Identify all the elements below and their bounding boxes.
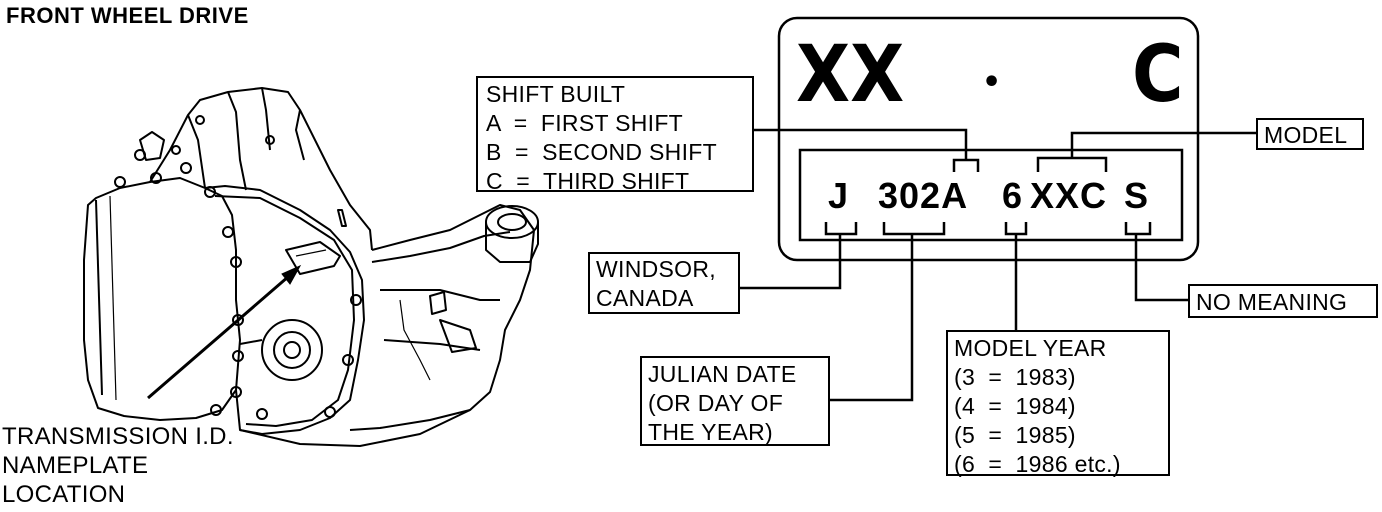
location-label-line: TRANSMISSION I.D. [2, 423, 234, 450]
nameplate-dot: • [982, 65, 1002, 100]
nameplate-prefix: XX [796, 30, 905, 120]
nameplate-suffix: C [1132, 30, 1184, 120]
code-meaning: S [1124, 175, 1150, 216]
callout-line: CANADA [596, 285, 694, 311]
nameplate-code-box [798, 148, 1184, 242]
callout-line: NO MEANING [1196, 289, 1348, 315]
callout-line: SHIFT BUILT [486, 81, 626, 107]
leader-lines [738, 128, 1256, 402]
callout-line: THE YEAR) [648, 419, 773, 445]
code-plant: J [828, 175, 850, 216]
callout-line: (OR DAY OF [648, 390, 784, 416]
callout-line: (5 = 1985) [954, 422, 1076, 448]
nameplate-plate [777, 16, 1200, 262]
callout-line: A = FIRST SHIFT [486, 110, 684, 136]
callout-line: C = THIRD SHIFT [486, 168, 690, 194]
location-label-line: NAMEPLATE [2, 452, 149, 479]
callout-shift-built: SHIFT BUILT A = FIRST SHIFT B = SECOND S… [476, 76, 754, 194]
callout-no-meaning: NO MEANING [1188, 284, 1378, 318]
location-label-line: LOCATION [2, 481, 126, 508]
callout-model: MODEL [1256, 118, 1364, 150]
callout-line: MODEL [1264, 122, 1348, 148]
callout-line: MODEL YEAR [954, 335, 1107, 361]
callout-julian-date: JULIAN DATE (OR DAY OF THE YEAR) [640, 356, 830, 446]
diagram-title: FRONT WHEEL DRIVE [6, 3, 249, 28]
callout-line: (3 = 1983) [954, 364, 1076, 390]
callout-line: (6 = 1986 etc.) [954, 451, 1121, 477]
callout-line: (4 = 1984) [954, 393, 1076, 419]
callout-line: WINDSOR, [596, 256, 716, 282]
code-year: 6 [1002, 175, 1024, 216]
code-date: 302A [878, 175, 969, 216]
location-arrow [147, 264, 302, 400]
callout-line: JULIAN DATE [648, 361, 797, 387]
transmission-illustration [83, 87, 539, 447]
callout-windsor: WINDSOR, CANADA [588, 252, 740, 314]
callout-model-year: MODEL YEAR (3 = 1983) (4 = 1984) (5 = 19… [946, 330, 1170, 477]
location-label: TRANSMISSION I.D. NAMEPLATE LOCATION [2, 422, 234, 509]
callout-line: B = SECOND SHIFT [486, 139, 717, 165]
code-model: XXC [1030, 175, 1108, 216]
